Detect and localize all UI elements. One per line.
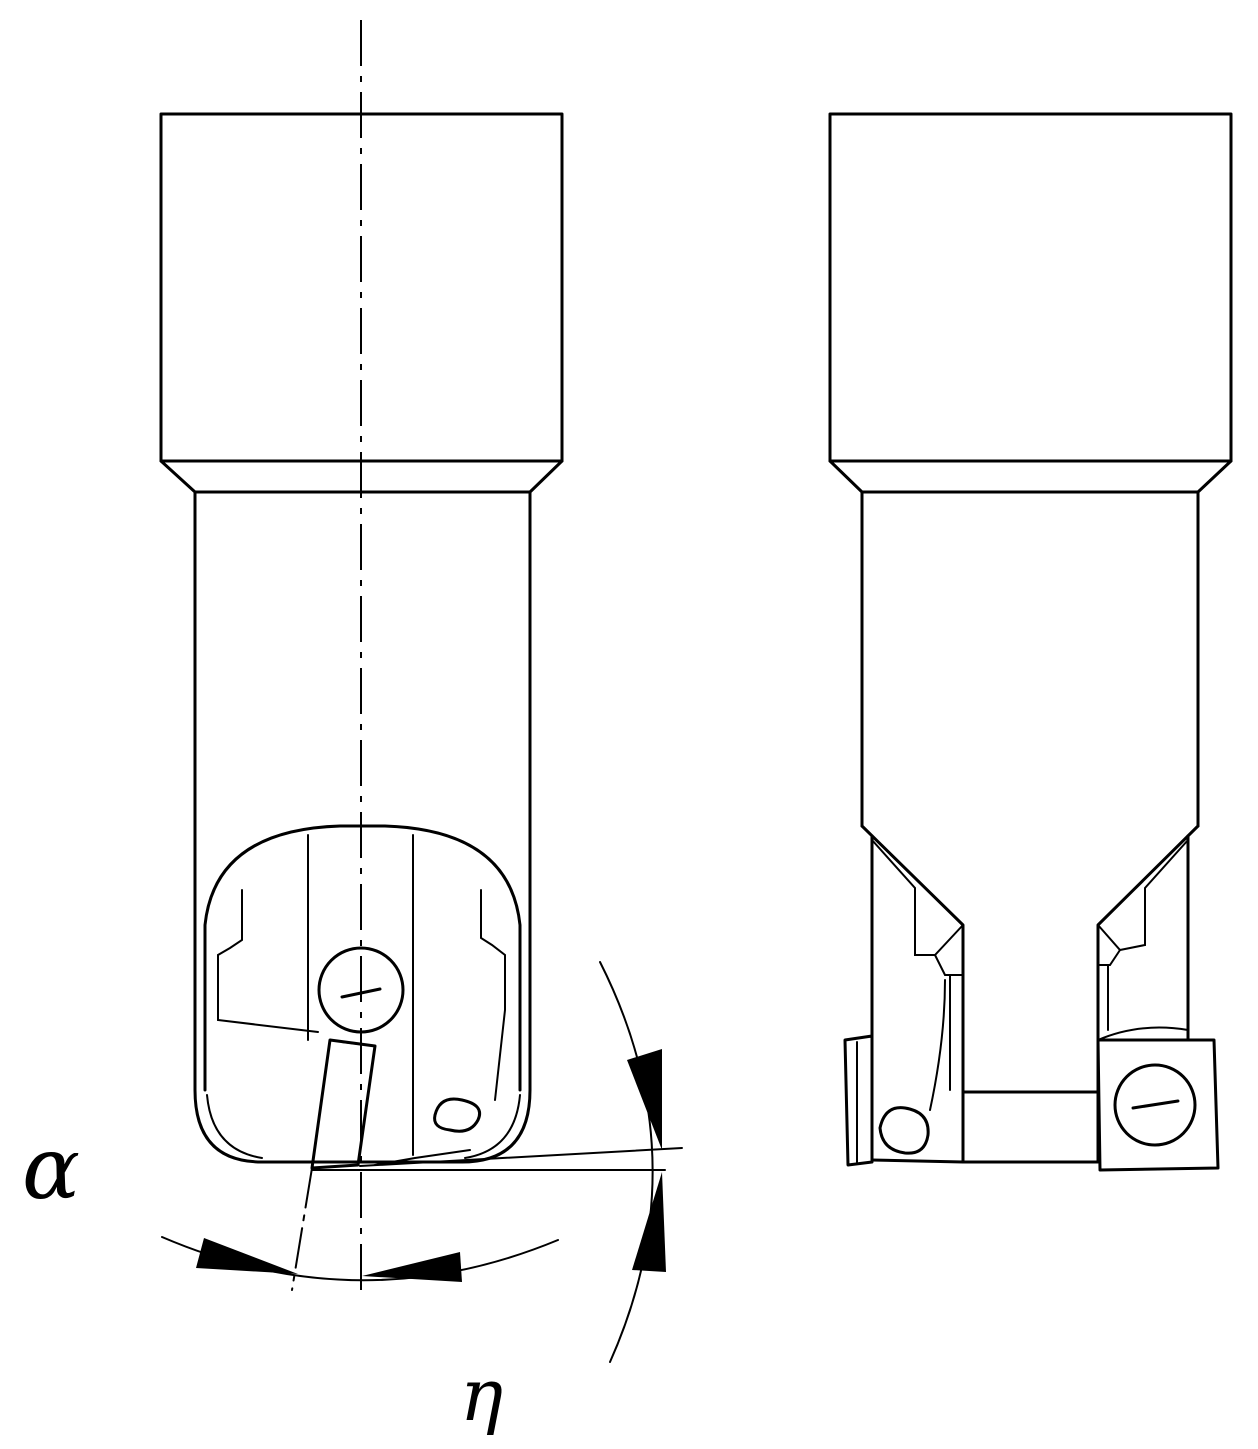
insert-edge	[341, 1041, 376, 1047]
side-insert-top	[1097, 1026, 1189, 1041]
side-shank	[828, 112, 1233, 463]
side-screw-head	[1113, 1063, 1197, 1147]
side-coolant-outlet	[878, 1106, 930, 1155]
shank	[159, 112, 564, 463]
side-insert-right	[1096, 1038, 1220, 1172]
side-neck-chamfer	[828, 459, 1233, 494]
side-screw-slot	[1131, 1099, 1180, 1110]
side-bridge	[961, 1090, 1100, 1164]
alpha-arrow-right	[362, 1252, 462, 1282]
eta-arrow-upper	[627, 1049, 662, 1150]
side-head-bottom	[870, 1090, 965, 1164]
alpha-ref-line	[291, 1167, 313, 1291]
coolant-outlet	[433, 1097, 482, 1133]
eta-arc	[599, 961, 654, 1363]
screw-head	[317, 946, 405, 1034]
alpha-label: α	[22, 1119, 80, 1219]
side-view	[828, 112, 1233, 1172]
side-taper-left	[860, 824, 965, 1094]
screw-slot	[340, 987, 382, 999]
left-flute-2	[934, 954, 964, 976]
right-flute-1	[1097, 839, 1189, 952]
body-inner-line	[206, 1094, 263, 1159]
head-pocket	[203, 824, 522, 1092]
front-view: α η	[22, 20, 683, 1437]
alpha-arrow-left	[196, 1238, 298, 1274]
right-flute-2	[1097, 949, 1121, 966]
side-insert-left	[843, 1034, 874, 1167]
body-inner-line-right	[464, 1094, 521, 1159]
eta-label: η	[460, 1353, 503, 1437]
body-outline	[193, 490, 532, 1164]
left-flute-1	[871, 839, 964, 956]
eta-arrow-lower	[632, 1172, 666, 1272]
neck-chamfer	[159, 459, 564, 494]
left-flute-4	[929, 979, 946, 1111]
bottom-edge	[374, 1149, 471, 1166]
eta-ref-line-2	[359, 1147, 683, 1167]
left-step	[217, 889, 319, 1033]
right-step	[480, 889, 506, 1101]
cutting-insert	[310, 1038, 377, 1170]
